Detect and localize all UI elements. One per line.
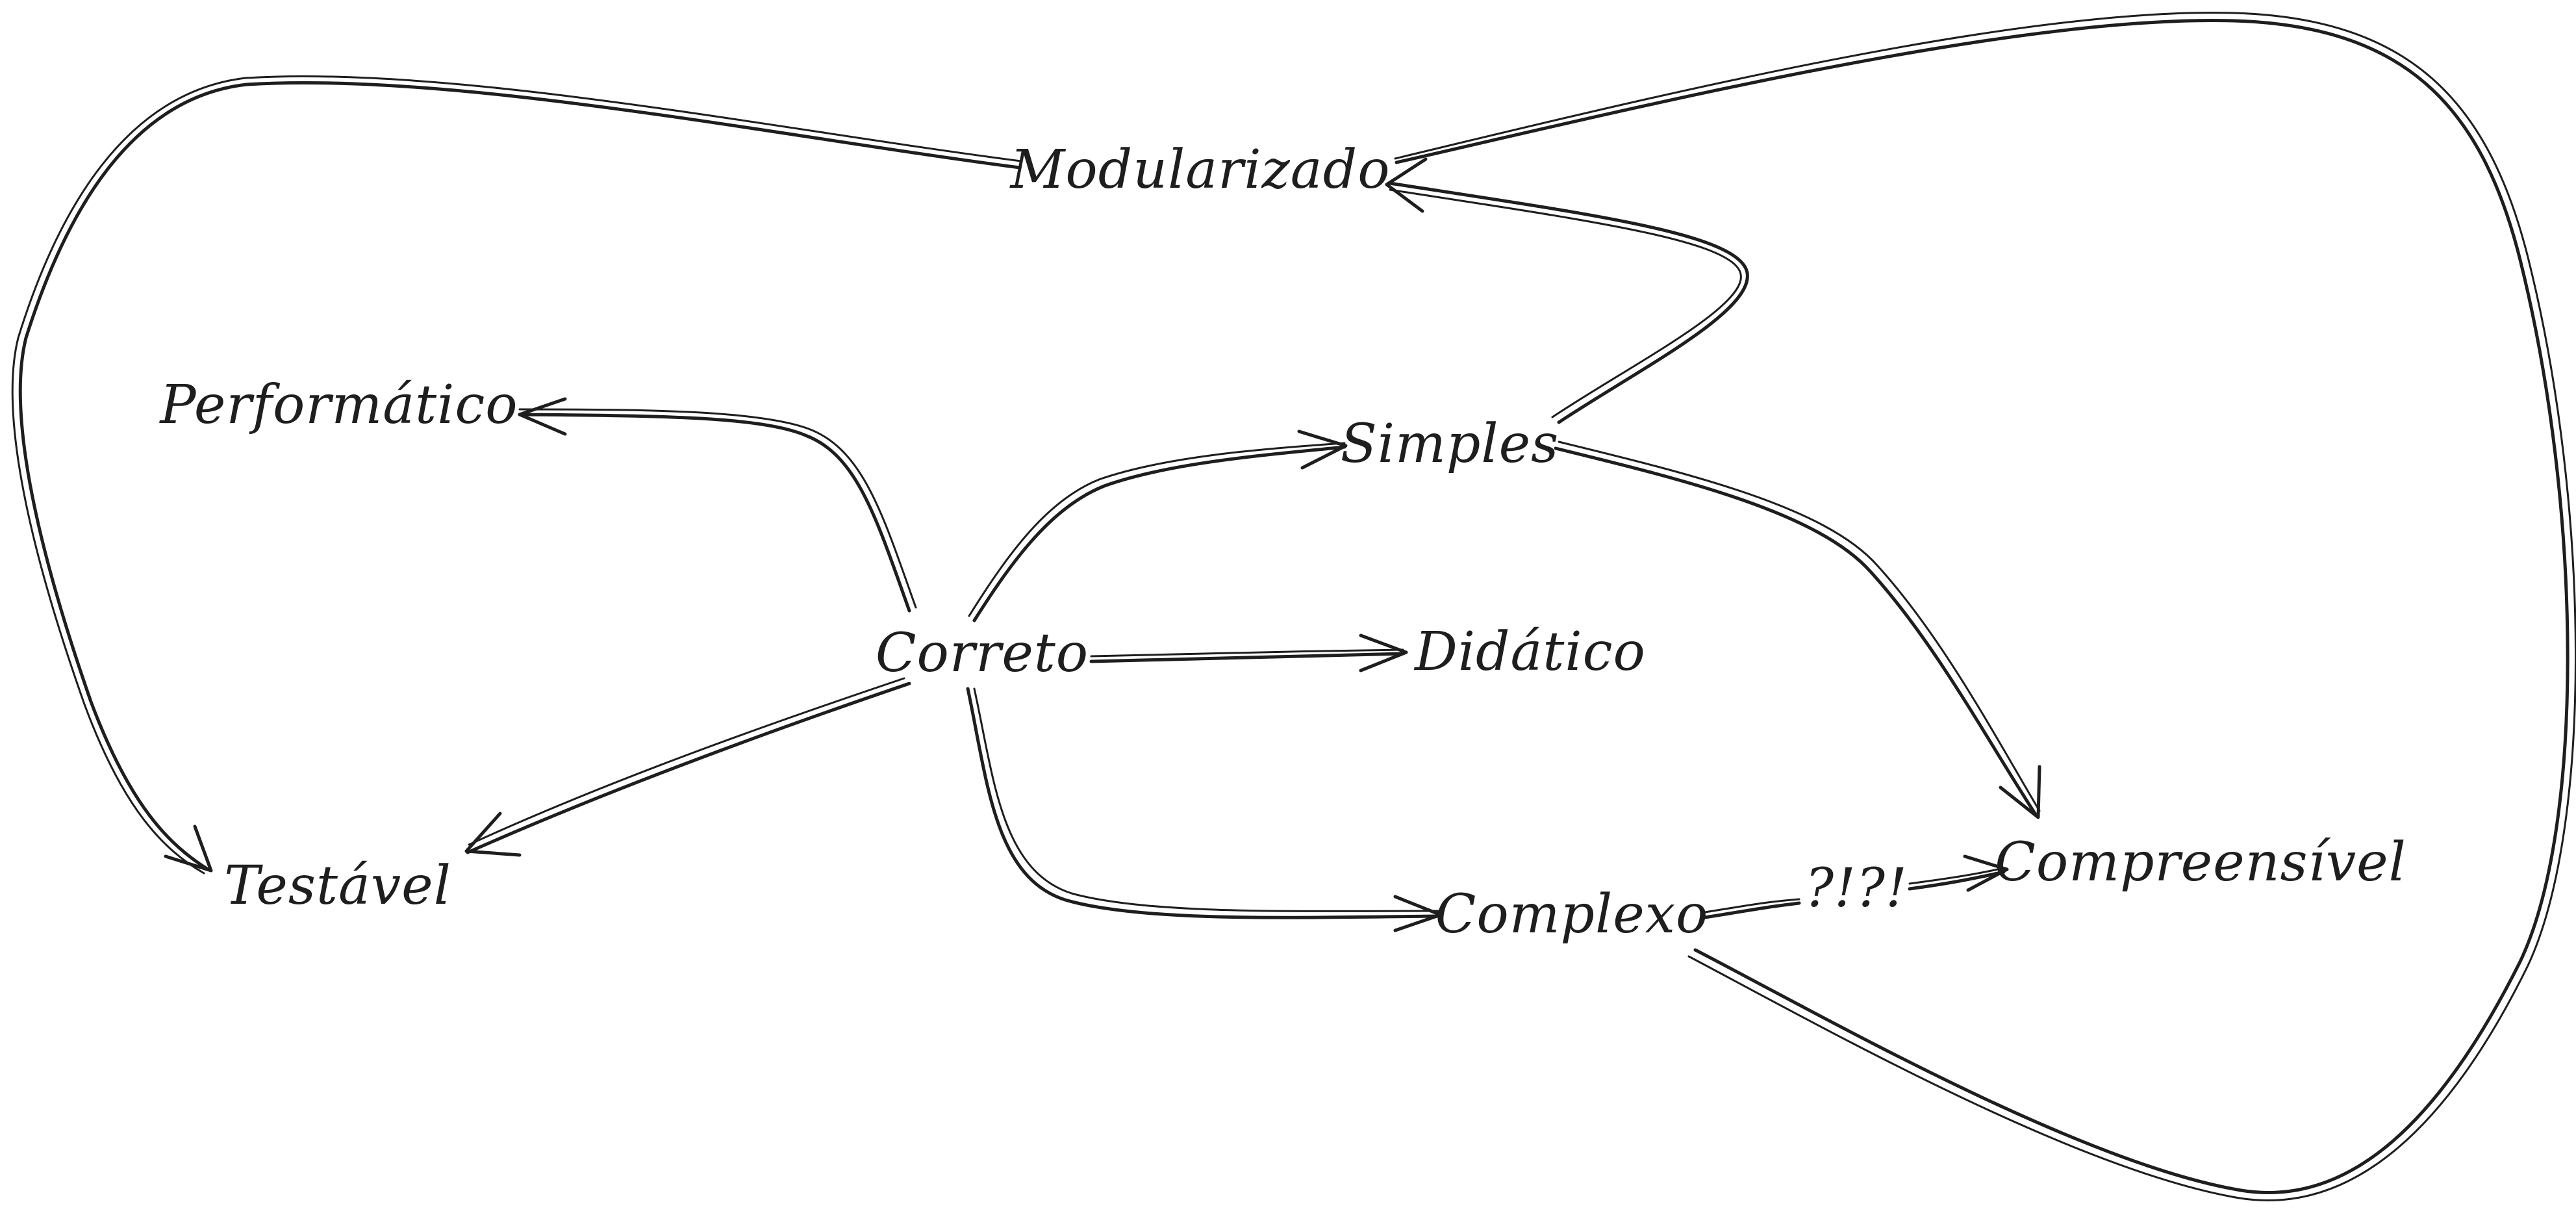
edge-modularizado-testavel (11, 75, 1022, 875)
edge-correto-didatico (1089, 633, 1408, 672)
edge-interrobang-compreensivel (1908, 854, 2009, 892)
node-modularizado: Modularizado (1010, 139, 1391, 201)
node-interrobang: ?!?! (1805, 858, 1908, 919)
node-testavel: Testável (224, 855, 451, 917)
node-simples: Simples (1340, 413, 1559, 475)
edge-correto-performatico (518, 397, 917, 613)
node-compreensivel: Compreensível (1995, 832, 2406, 893)
node-performatico: Performático (160, 374, 518, 436)
edge-correto-testavel (464, 677, 911, 857)
edge-simples-modularizado (1385, 157, 1749, 424)
edge-correto-simples (968, 429, 1348, 622)
node-didatico: Didático (1415, 621, 1646, 683)
edge-correto-complexo (966, 687, 1443, 932)
edge-complexo-modularizado (1394, 12, 2576, 1201)
node-correto: Correto (875, 622, 1089, 684)
edge-simples-compreensivel (1554, 441, 2041, 819)
node-complexo: Complexo (1435, 884, 1709, 945)
edge-complexo-interrobang (1703, 898, 1801, 919)
